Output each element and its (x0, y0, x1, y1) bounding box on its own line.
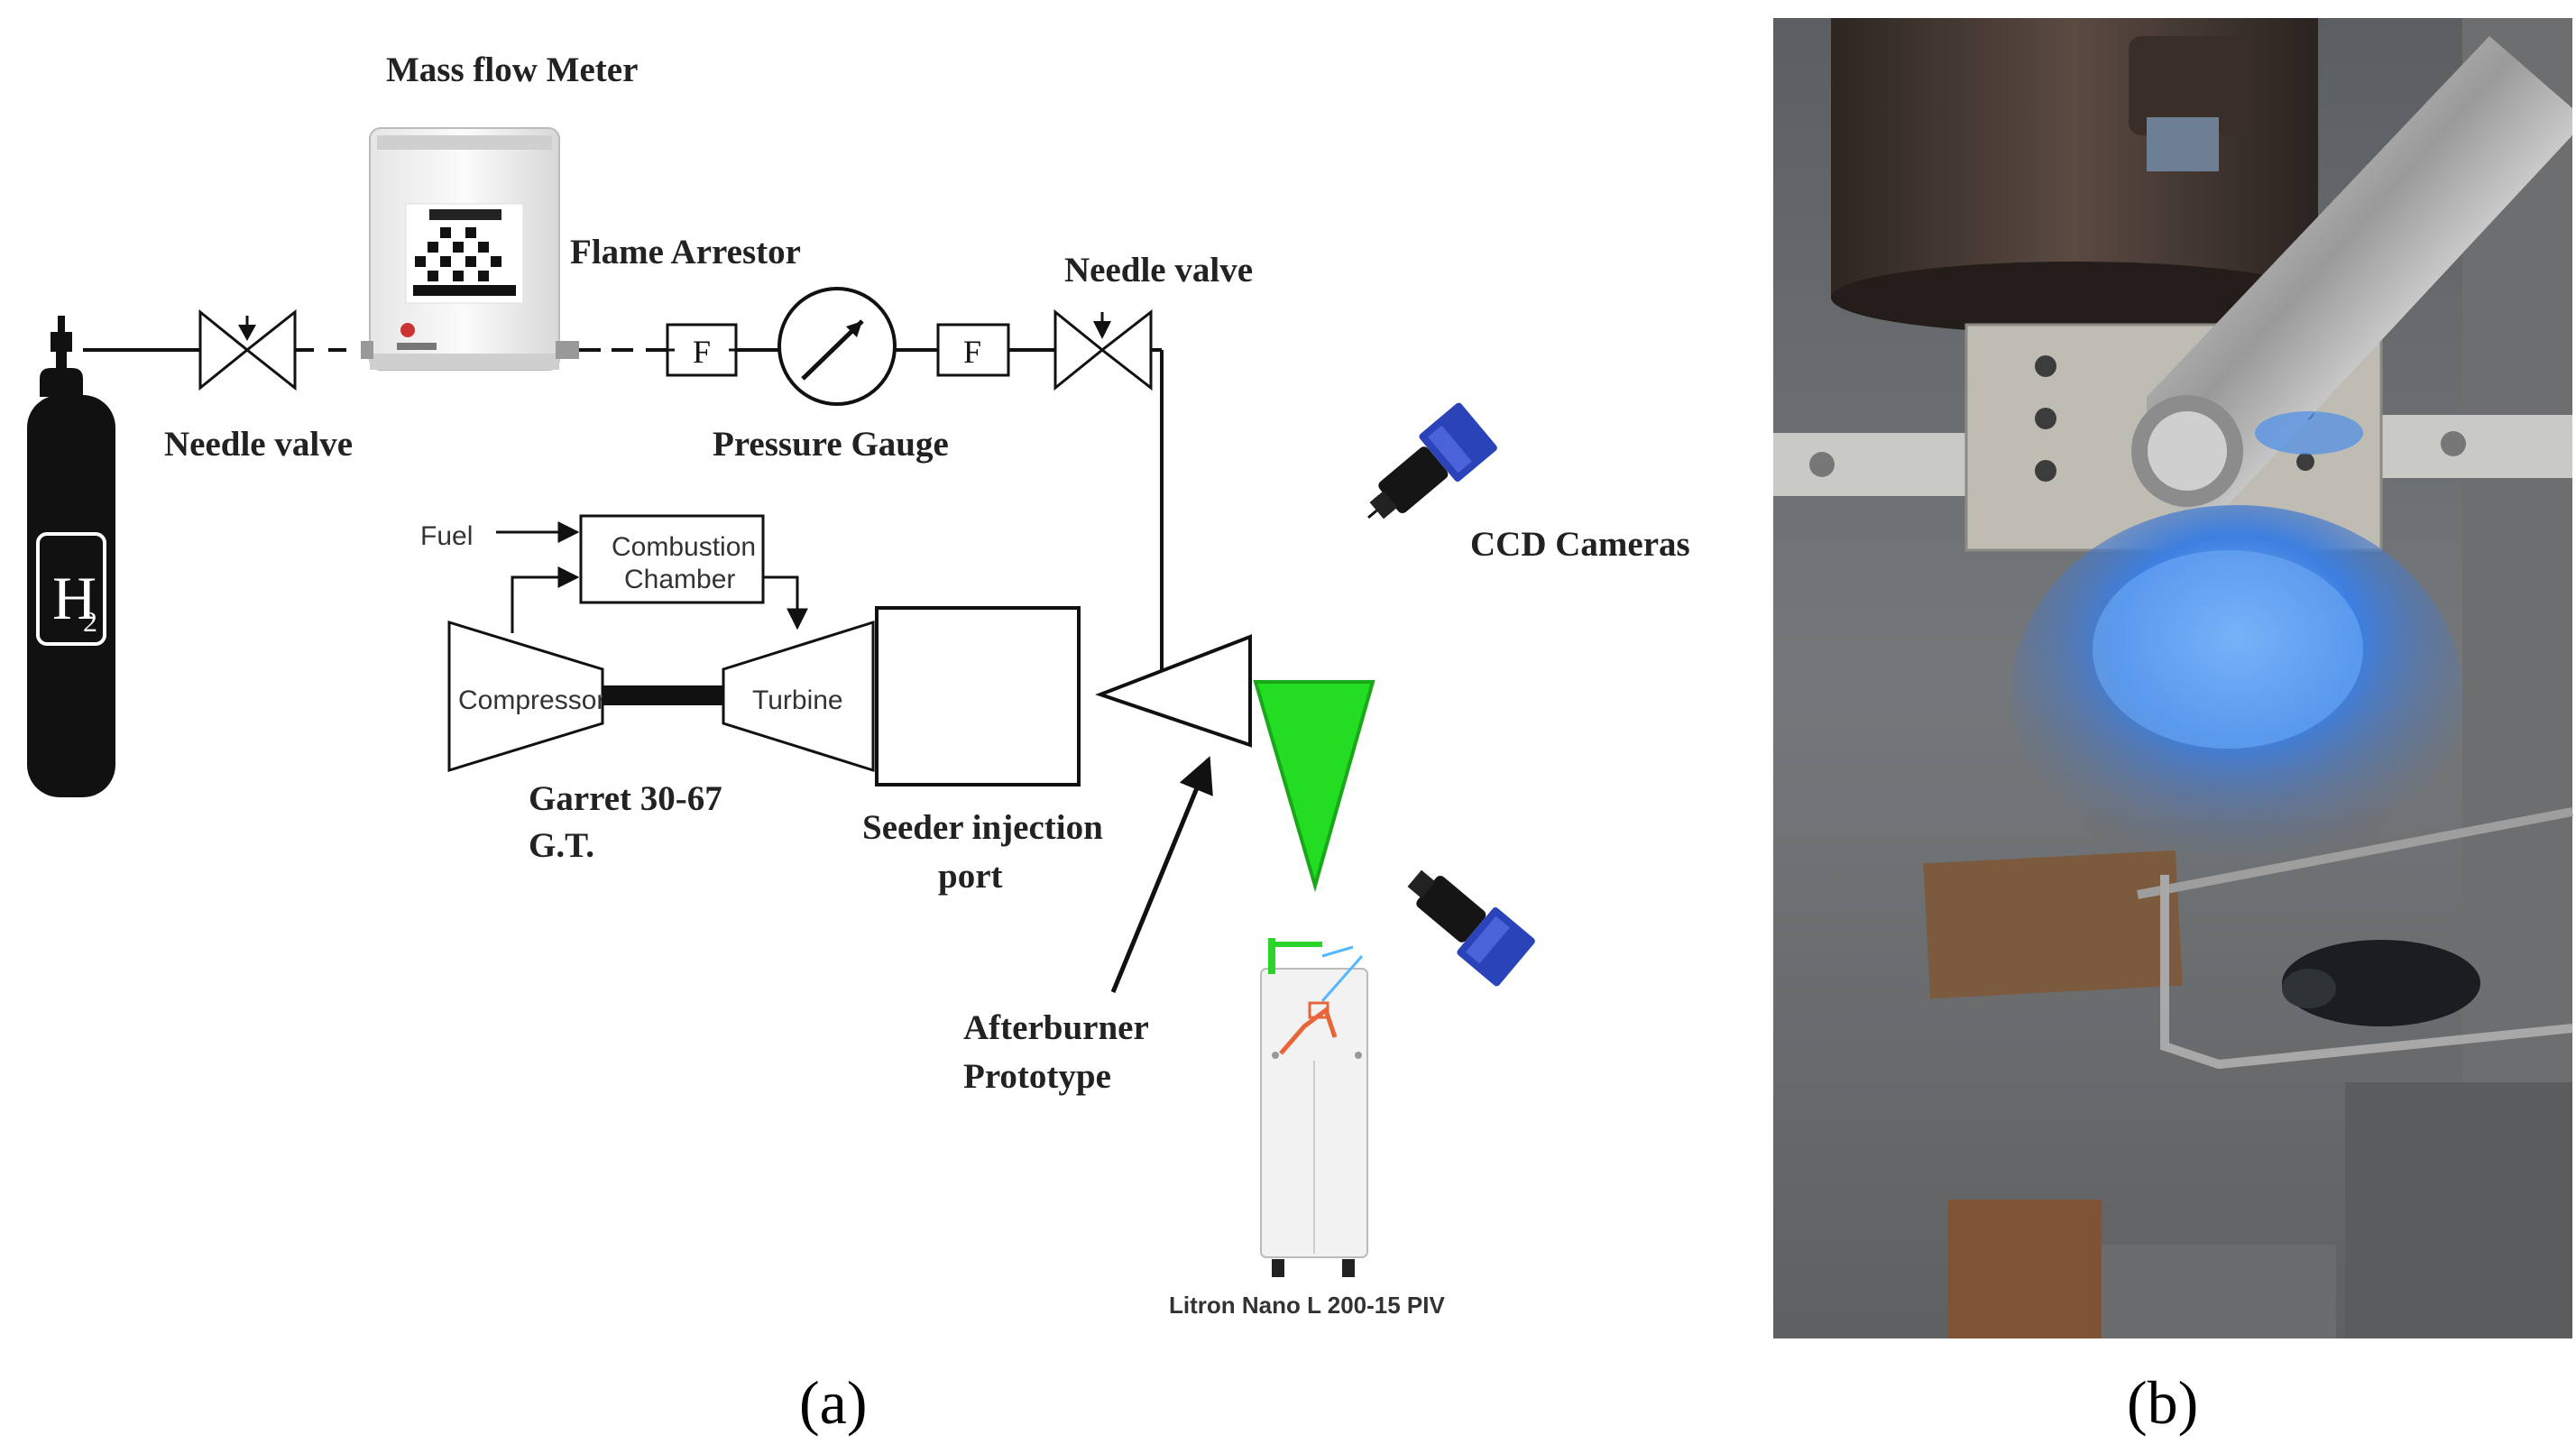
pressure-gauge (777, 287, 897, 406)
filter-right: F (936, 323, 1010, 377)
caption-b: (b) (2127, 1368, 2198, 1437)
h2-label: H (52, 564, 97, 632)
seeder-label-2: port (938, 857, 1003, 896)
combustion-chamber-label-2: Chamber (624, 565, 735, 594)
filter-left-label: F (693, 334, 711, 370)
turbine (722, 620, 875, 773)
panel-b-photo: (b) (1773, 18, 2573, 1437)
filter-right-label: F (963, 334, 981, 370)
gt-label-2: G.T. (529, 826, 594, 865)
mass-flow-meter (361, 127, 579, 371)
ccd-camera-bottom (1407, 869, 1535, 987)
afterburner-label-1: Afterburner (963, 1008, 1149, 1047)
needle-valve-2-label: Needle valve (1064, 251, 1253, 290)
gt-label-1: Garret 30-67 (529, 779, 722, 818)
seeder-box (875, 606, 1081, 786)
probe-bulb (2282, 940, 2480, 1026)
h2-subscript: 2 (83, 605, 97, 638)
needle-valve-1-label: Needle valve (164, 425, 353, 464)
caption-a: (a) (799, 1368, 867, 1437)
afterburner-nozzle (1095, 634, 1252, 748)
laser-sheet (1253, 680, 1375, 893)
compressor (447, 620, 604, 773)
h2-cylinder: H 2 (27, 316, 115, 797)
combustion-chamber-label-1: Combustion (612, 532, 756, 562)
fuel-label: Fuel (420, 521, 473, 551)
ccd-cameras-label: CCD Cameras (1470, 525, 1690, 564)
fuel-pipe (2147, 36, 2572, 511)
ccd-camera-top (1367, 402, 1497, 520)
laser-model-label: Litron Nano L 200-15 PIV (1169, 1292, 1445, 1319)
supply-line (83, 348, 1164, 685)
compressor-label: Compressor (458, 685, 605, 715)
mass-flow-meter-label: Mass flow Meter (386, 51, 638, 89)
piv-laser-unit (1260, 938, 1368, 1277)
combustion-chamber (579, 514, 765, 604)
shaft (603, 685, 723, 705)
gas-turbine-system: Fuel Combustion Chamber Compressor Turbi… (420, 514, 1252, 786)
filter-left: F (666, 323, 738, 377)
pressure-gauge-label: Pressure Gauge (713, 425, 949, 464)
afterburner-label-2: Prototype (963, 1057, 1111, 1096)
flame-arrestor-label: Flame Arrestor (570, 233, 801, 271)
seeder-label-1: Seeder injection (862, 808, 1103, 847)
needle-valve-1 (198, 308, 297, 391)
turbine-label: Turbine (752, 685, 843, 715)
afterburner-pointer-arrow (1110, 756, 1213, 993)
panel-a-diagram: H 2 Needle valve (27, 51, 1690, 1437)
needle-valve-2 (1053, 308, 1153, 391)
